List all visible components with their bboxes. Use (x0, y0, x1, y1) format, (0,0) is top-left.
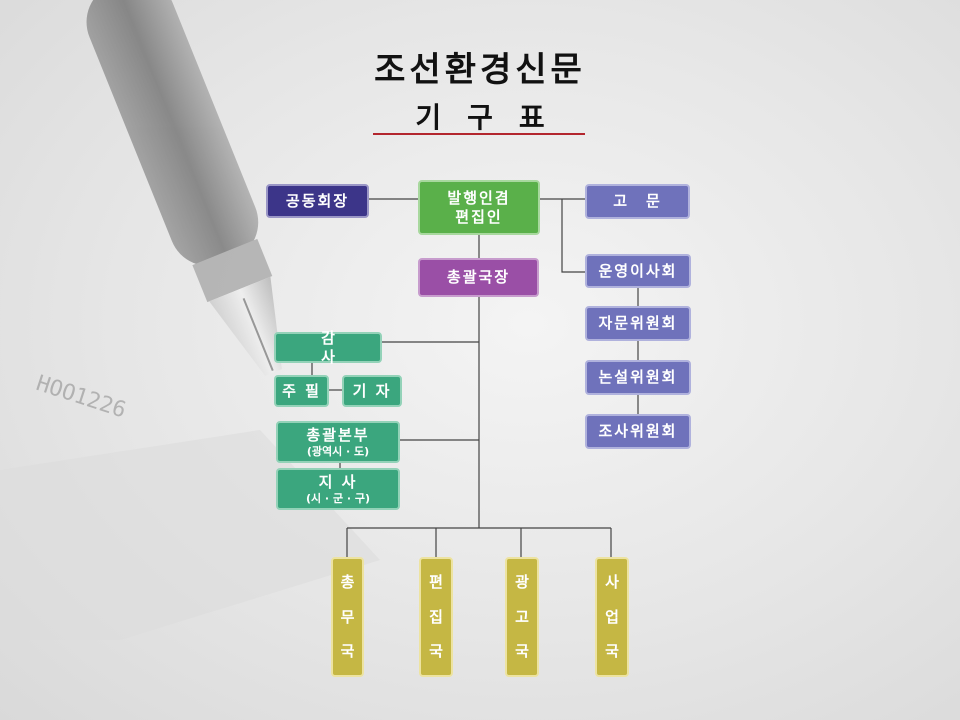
department-business: 사 업 국 (595, 557, 629, 677)
department-char: 광 (515, 572, 529, 591)
auditor-box: 감 사 (274, 329, 382, 366)
branch-label-line1: 지 사 (318, 472, 358, 491)
department-char: 사 (605, 572, 619, 591)
reporter-label: 기 자 (352, 381, 392, 400)
publisher-label-line2: 편집인 (455, 207, 503, 226)
publisher-label-line1: 발행인겸 (447, 188, 511, 207)
editorial-committee-label: 논설위원회 (598, 368, 678, 387)
branch-box: 지 사 (시 · 군 · 구) (276, 468, 400, 510)
publisher-editor-box: 발행인겸 편집인 (418, 180, 540, 235)
chief-writer-label: 주 필 (282, 381, 321, 400)
auditor-label: 감 사 (321, 328, 357, 366)
title-line-1: 조선환경신문 (374, 50, 586, 90)
director-general-label: 총괄국장 (446, 268, 511, 287)
department-char: 업 (605, 607, 619, 626)
branch-label-line2: (시 · 군 · 구) (305, 491, 371, 505)
department-char: 국 (605, 642, 619, 661)
department-char: 무 (340, 607, 355, 626)
department-char: 국 (429, 642, 443, 661)
co-chair-box: 공동회장 (266, 184, 369, 218)
advisor-box: 고 문 (585, 184, 690, 219)
chief-writer-box: 주 필 (274, 375, 329, 407)
hq-label-line1: 총괄본부 (306, 425, 370, 444)
department-char: 편 (429, 572, 443, 591)
department-char: 집 (429, 607, 443, 626)
department-char: 국 (515, 642, 529, 661)
research-committee-label: 조사위원회 (598, 422, 678, 441)
co-chair-label: 공동회장 (285, 191, 350, 210)
hq-label-line2: (광역시 · 도) (306, 444, 370, 458)
department-general-affairs: 총 무 국 (331, 557, 364, 677)
department-char: 고 (515, 607, 529, 626)
research-committee-box: 조사위원회 (585, 414, 691, 449)
title-line-2: 기구표 (415, 101, 571, 134)
director-general-box: 총괄국장 (418, 258, 539, 297)
hq-box: 총괄본부 (광역시 · 도) (276, 421, 400, 463)
operating-board-box: 운영이사회 (585, 254, 691, 288)
editorial-committee-box: 논설위원회 (585, 360, 691, 395)
advisory-committee-box: 자문위원회 (585, 306, 691, 341)
advisor-label: 고 문 (613, 192, 662, 211)
department-char: 총 (340, 572, 355, 591)
operating-board-label: 운영이사회 (598, 261, 678, 280)
department-editorial: 편 집 국 (419, 557, 453, 677)
department-advertising: 광 고 국 (505, 557, 539, 677)
department-char: 국 (340, 642, 355, 661)
advisory-committee-label: 자문위원회 (598, 314, 678, 333)
reporter-box: 기 자 (342, 375, 402, 407)
title-underline (373, 133, 585, 135)
